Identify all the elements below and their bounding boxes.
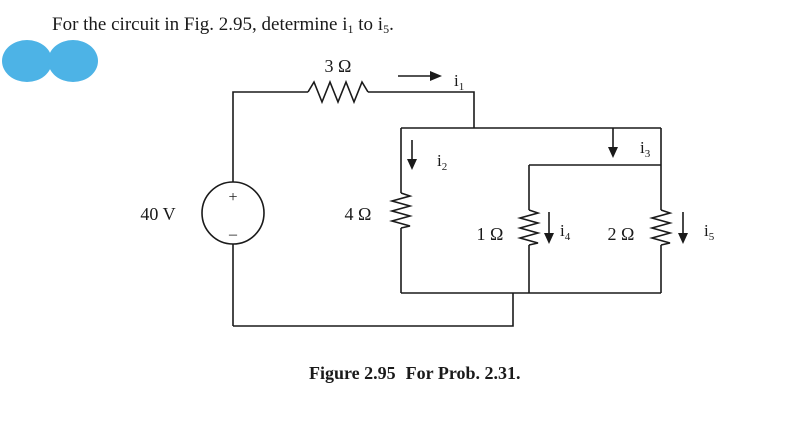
current-label-i4: i4 <box>560 221 571 243</box>
resistor-4ohm <box>389 192 413 229</box>
current-label-i2: i2 <box>437 151 447 173</box>
r2-label: 4 Ω <box>345 204 372 224</box>
resistor-2ohm <box>649 209 673 246</box>
figure-caption: Figure 2.95 For Prob. 2.31. <box>309 363 531 384</box>
source-plus: + <box>228 189 237 206</box>
r1-label: 3 Ω <box>325 56 352 76</box>
arrowhead-i3 <box>608 147 618 158</box>
voltage-source <box>201 181 265 245</box>
source-label: 40 V <box>140 204 175 224</box>
resistor-3ohm <box>307 79 369 105</box>
highlight-marker-right <box>48 40 98 82</box>
resistor-1ohm <box>517 209 541 246</box>
r4-label: 2 Ω <box>608 224 635 244</box>
arrowhead-i1 <box>430 71 442 81</box>
problem-statement: For the circuit in Fig. 2.95, determine … <box>52 14 394 36</box>
arrowhead-i2 <box>407 159 417 170</box>
r3-label: 1 Ω <box>477 224 504 244</box>
figure-number: Figure 2.95 <box>309 363 396 383</box>
highlight-marker-left <box>2 40 52 82</box>
current-label-i5: i5 <box>704 221 715 243</box>
current-arrows <box>398 75 684 236</box>
arrowhead-i4 <box>544 233 554 244</box>
arrowheads <box>407 71 688 244</box>
source-minus: – <box>228 226 238 243</box>
arrowhead-i5 <box>678 233 688 244</box>
figure-problem-ref: For Prob. 2.31. <box>405 363 521 383</box>
wires <box>232 91 662 327</box>
current-label-i3: i3 <box>640 138 651 160</box>
current-label-i1: i1 <box>454 71 464 93</box>
